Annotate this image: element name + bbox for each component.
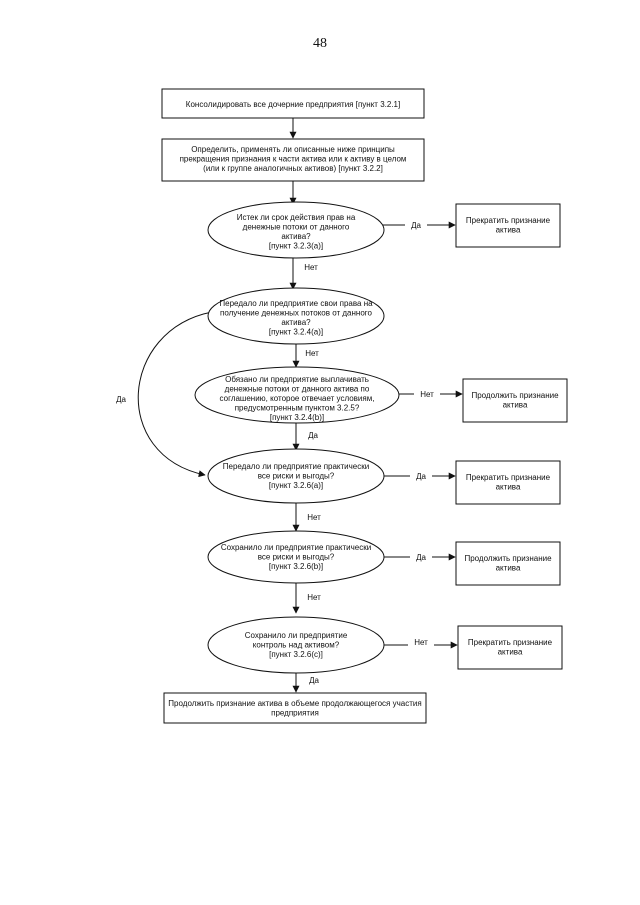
q-transferred-risks-line: все риски и выгоды? bbox=[258, 472, 335, 481]
q-transferred-rights-line: [пункт 3.2.4(a)] bbox=[269, 328, 323, 337]
q-control-line: [пункт 3.2.6(c)] bbox=[269, 650, 323, 659]
r4-continue-line: Продолжить признание bbox=[464, 554, 552, 563]
box-result-continue-1 bbox=[462, 378, 568, 423]
decision-control-retained bbox=[207, 616, 385, 674]
decision-risks-transferred bbox=[207, 448, 385, 504]
edge-label-q2-yes: Да bbox=[116, 395, 126, 404]
q-obligation-line: денежные потоки от данного актива по bbox=[225, 385, 370, 394]
final-line: предприятия bbox=[271, 709, 319, 718]
q-obligation-line: предусмотренным пунктом 3.2.5? bbox=[235, 404, 360, 413]
determine-line: прекращения признания к части актива или… bbox=[180, 155, 407, 164]
decision-risks-retained bbox=[207, 530, 385, 584]
edge-label-q3-no: Нет bbox=[420, 390, 434, 399]
box-final-text: Продолжить признание актива в объеме про… bbox=[168, 699, 421, 718]
q-control-line: Сохранило ли предприятие bbox=[245, 631, 348, 640]
q-transferred-rights-line: получение денежных потоков от данного bbox=[220, 309, 373, 318]
q-expired-line: [пункт 3.2.3(a)] bbox=[269, 242, 323, 251]
r3-derecognize-line: Прекратить признание bbox=[466, 473, 551, 482]
box-final bbox=[163, 692, 427, 724]
box-determine bbox=[161, 138, 425, 182]
page-number: 48 bbox=[313, 36, 327, 51]
r4-continue-line: актива bbox=[496, 564, 521, 573]
q-transferred-risks-line: [пункт 3.2.6(a)] bbox=[269, 481, 323, 490]
r5-derecognize-line: актива bbox=[498, 648, 523, 657]
q-control-line: контроль над активом? bbox=[253, 641, 340, 650]
edge-label-q2-no: Нет bbox=[305, 349, 319, 358]
q-expired-line: Истек ли срок действия прав на bbox=[237, 213, 356, 222]
edge-label-q1-yes: Да bbox=[411, 221, 421, 230]
edge-label-q6-no: Нет bbox=[414, 638, 428, 647]
r2-continue-line: Продолжить признание bbox=[471, 391, 559, 400]
decision-rights-transferred bbox=[207, 287, 385, 345]
r3-derecognize-line: актива bbox=[496, 483, 521, 492]
decision-rights-expired bbox=[207, 201, 385, 259]
r1-derecognize-line: Прекратить признание bbox=[466, 216, 551, 225]
q-expired-line: денежные потоки от данного bbox=[243, 223, 350, 232]
consolidate-line: Консолидировать все дочерние предприятия… bbox=[186, 100, 400, 109]
q-transferred-rights-line: Передало ли предприятие свои права на bbox=[219, 299, 373, 308]
box-determine-text: Определить, применять ли описанные ниже … bbox=[180, 145, 407, 173]
final-line: Продолжить признание актива в объеме про… bbox=[168, 699, 421, 708]
q-obligation-line: Обязано ли предприятие выплачивать bbox=[225, 375, 369, 384]
determine-line: (или к группе аналогичных активов) [пунк… bbox=[203, 164, 383, 173]
q-retained-risks-line: Сохранило ли предприятие практически bbox=[221, 543, 371, 552]
r5-derecognize-line: Прекратить признание bbox=[468, 638, 553, 647]
q-expired-line: актива? bbox=[281, 232, 311, 241]
edge-label-q6-yes: Да bbox=[309, 676, 319, 685]
q-obligation-line: соглашению, которое отвечает условиям, bbox=[220, 394, 375, 403]
q-transferred-risks-line: Передало ли предприятие практически bbox=[223, 462, 369, 471]
box-result-derecognize-2 bbox=[455, 460, 561, 505]
r2-continue-line: актива bbox=[503, 401, 528, 410]
edge-label-q5-yes: Да bbox=[416, 553, 426, 562]
box-result-derecognize-3 bbox=[457, 625, 563, 670]
edge-label-q4-no: Нет bbox=[307, 513, 321, 522]
edge-label-q4-yes: Да bbox=[416, 472, 426, 481]
determine-line: Определить, применять ли описанные ниже … bbox=[191, 145, 395, 154]
q-retained-risks-line: [пункт 3.2.6(b)] bbox=[269, 562, 323, 571]
edge-label-q1-no: Нет bbox=[304, 263, 318, 272]
box-result-derecognize-1 bbox=[455, 203, 561, 248]
decision-obligation-to-pay bbox=[194, 366, 400, 424]
box-consolidate-text: Консолидировать все дочерние предприятия… bbox=[186, 100, 400, 109]
q-transferred-rights-line: актива? bbox=[281, 318, 311, 327]
edge-label-q5-no: Нет bbox=[307, 593, 321, 602]
box-consolidate bbox=[161, 88, 425, 119]
q-obligation-line: [пункт 3.2.4(b)] bbox=[270, 413, 324, 422]
edge-label-q3-yes: Да bbox=[308, 431, 318, 440]
box-result-continue-2 bbox=[455, 541, 561, 586]
q-retained-risks-line: все риски и выгоды? bbox=[258, 553, 335, 562]
r1-derecognize-line: актива bbox=[496, 226, 521, 235]
connector-q2-q4-yes bbox=[137, 311, 213, 478]
